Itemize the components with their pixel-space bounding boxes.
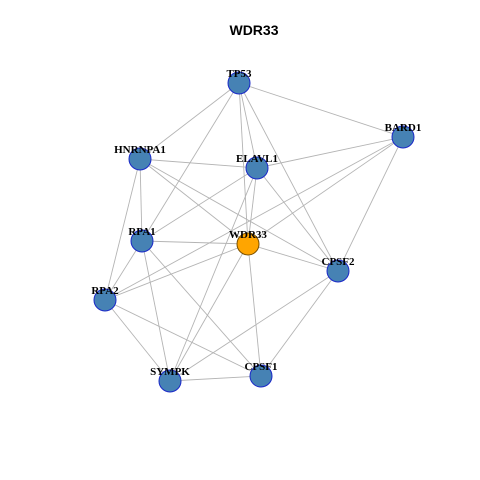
- node-label: WDR33: [229, 229, 267, 241]
- node-circle[interactable]: [158, 369, 182, 393]
- edge-elavl1-wdr33: [247, 167, 258, 245]
- edge-wdr33-sympk: [169, 243, 249, 382]
- edge-cpsf2-cpsf1: [260, 270, 339, 377]
- node-circle[interactable]: [128, 147, 152, 171]
- edge-elavl1-sympk: [169, 167, 258, 382]
- edge-wdr33-cpsf1: [247, 243, 262, 377]
- node-rpa2[interactable]: RPA2: [91, 285, 119, 312]
- node-bard1[interactable]: BARD1: [385, 122, 422, 149]
- node-circle[interactable]: [93, 288, 117, 312]
- node-label: CPSF1: [245, 361, 278, 373]
- node-label: RPA2: [91, 285, 119, 297]
- edge-rpa1-rpa2: [104, 240, 143, 301]
- node-hnrnpa1[interactable]: HNRNPA1: [114, 144, 166, 171]
- edge-tp53-bard1: [238, 82, 404, 138]
- node-label: SYMPK: [150, 366, 190, 378]
- edge-elavl1-rpa1: [141, 167, 258, 242]
- edge-hnrnpa1-elavl1: [139, 158, 258, 169]
- edge-bard1-elavl1: [256, 136, 404, 169]
- graph-title: WDR33: [229, 22, 278, 38]
- edge-cpsf2-sympk: [169, 270, 339, 382]
- node-circle[interactable]: [236, 232, 260, 256]
- edge-sympk-cpsf1: [169, 375, 262, 382]
- edge-hnrnpa1-rpa2: [104, 158, 141, 301]
- edge-rpa2-cpsf1: [104, 299, 262, 377]
- edge-bard1-rpa2: [104, 136, 404, 301]
- edge-hnrnpa1-rpa1: [139, 158, 143, 242]
- edge-rpa1-wdr33: [141, 240, 249, 245]
- node-label: CPSF2: [322, 256, 356, 268]
- edge-hnrnpa1-wdr33: [139, 158, 249, 245]
- node-label: ELAVL1: [236, 153, 278, 165]
- node-circle[interactable]: [227, 71, 251, 95]
- node-circle[interactable]: [326, 259, 350, 283]
- edge-wdr33-rpa2: [104, 243, 249, 301]
- node-label: TP53: [226, 68, 252, 80]
- node-circle[interactable]: [391, 125, 415, 149]
- edge-rpa1-cpsf1: [141, 240, 262, 377]
- node-elavl1[interactable]: ELAVL1: [236, 153, 278, 180]
- node-circle[interactable]: [249, 364, 273, 388]
- edge-tp53-rpa1: [141, 82, 240, 242]
- edge-layer: [104, 82, 404, 382]
- node-tp53[interactable]: TP53: [226, 68, 252, 95]
- node-cpsf1[interactable]: CPSF1: [245, 361, 278, 388]
- edge-tp53-wdr33: [238, 82, 249, 245]
- node-circle[interactable]: [130, 229, 154, 253]
- edge-rpa1-sympk: [141, 240, 171, 382]
- node-label: RPA1: [128, 226, 155, 238]
- edge-bard1-cpsf2: [337, 136, 404, 272]
- node-cpsf2[interactable]: CPSF2: [322, 256, 356, 283]
- edge-bard1-wdr33: [247, 136, 404, 245]
- node-label: HNRNPA1: [114, 144, 166, 156]
- node-sympk[interactable]: SYMPK: [150, 366, 190, 393]
- edge-wdr33-cpsf2: [247, 243, 339, 272]
- node-label: BARD1: [385, 122, 422, 134]
- edge-tp53-cpsf2: [238, 82, 339, 272]
- node-circle[interactable]: [245, 156, 269, 180]
- edge-tp53-hnrnpa1: [139, 82, 240, 160]
- edge-hnrnpa1-cpsf2: [139, 158, 339, 272]
- node-rpa1[interactable]: RPA1: [128, 226, 156, 253]
- node-wdr33[interactable]: WDR33: [229, 229, 267, 256]
- edge-elavl1-cpsf2: [256, 167, 339, 272]
- edge-rpa2-sympk: [104, 299, 171, 382]
- edge-tp53-elavl1: [238, 82, 258, 169]
